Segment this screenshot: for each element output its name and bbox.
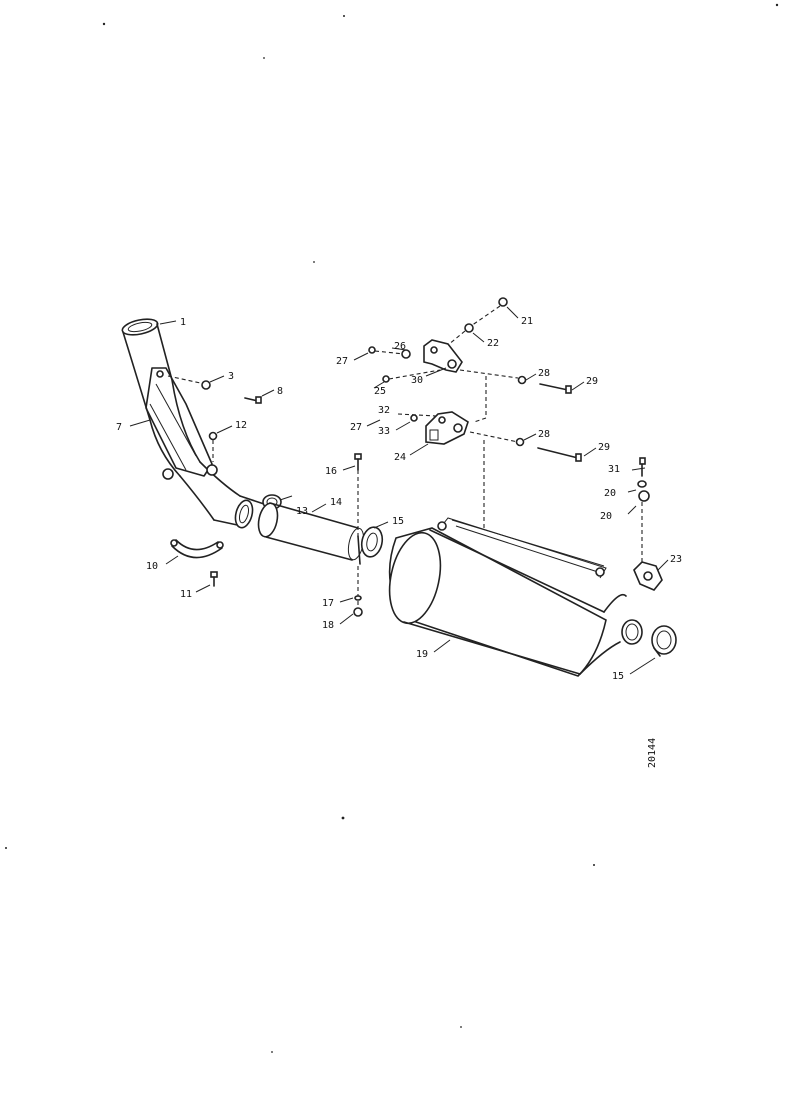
drawing-reference-code: 20144 [647,738,658,768]
callout-20a: 20 [604,488,616,499]
bolt-part-16 [354,453,362,540]
rear-hanger-part-23 [633,457,663,591]
callout-26: 26 [394,341,406,352]
callout-16: 16 [325,466,337,477]
bracket-part-7 [145,367,218,480]
downpipe-part-1 [121,318,241,521]
callout-7: 7 [116,422,122,433]
clamp-part-10 [170,539,224,559]
callout-labels: 1 3 8 7 12 10 11 13 14 16 15 17 18 19 15… [116,316,682,682]
leader-lines [129,306,669,675]
callout-28b: 28 [538,429,550,440]
bolt-part-11 [210,571,218,587]
callout-31: 31 [608,464,620,475]
lower-hanger-fasteners [397,413,582,462]
callout-27a: 27 [336,356,348,367]
lower-hanger-bracket-part-24 [425,411,469,445]
callout-1: 1 [180,317,186,328]
upper-hanger-fasteners [368,297,572,394]
callout-12: 12 [235,420,247,431]
callout-33: 33 [378,426,390,437]
callout-29a: 29 [586,376,598,387]
callout-30: 30 [411,375,423,386]
callout-24: 24 [394,452,406,463]
callout-18: 18 [322,620,334,631]
intermediate-pipe-part-14 [257,502,365,561]
front-pipe [213,495,265,529]
callout-13: 13 [296,506,308,517]
callout-15: 15 [392,516,404,527]
tail-clamp-part-15 [651,625,677,657]
hanger-connector-lines [473,376,487,528]
callout-21: 21 [521,316,533,327]
callout-11: 11 [180,589,192,600]
callout-19: 19 [416,649,428,660]
callout-15b: 15 [612,671,624,682]
callout-22: 22 [487,338,499,349]
callout-20b: 20 [600,511,612,522]
callout-25: 25 [374,386,386,397]
nut-part-12 [208,431,218,462]
callout-17: 17 [322,598,334,609]
muffler-part-19 [388,517,643,677]
bolt-part-3-8 [167,375,262,404]
callout-32: 32 [378,405,390,416]
washer-part-17-nut-part-18 [353,566,363,617]
upper-hanger-bracket-part-30 [423,339,463,373]
callout-8: 8 [277,386,283,397]
callout-28a: 28 [538,368,550,379]
callout-29b: 29 [598,442,610,453]
callout-3: 3 [228,371,234,382]
callout-27b: 27 [350,422,362,433]
scan-specks [5,3,779,1053]
callout-23: 23 [670,554,682,565]
clamp-part-15 [357,526,384,565]
callout-14: 14 [330,497,342,508]
callout-10: 10 [146,561,158,572]
